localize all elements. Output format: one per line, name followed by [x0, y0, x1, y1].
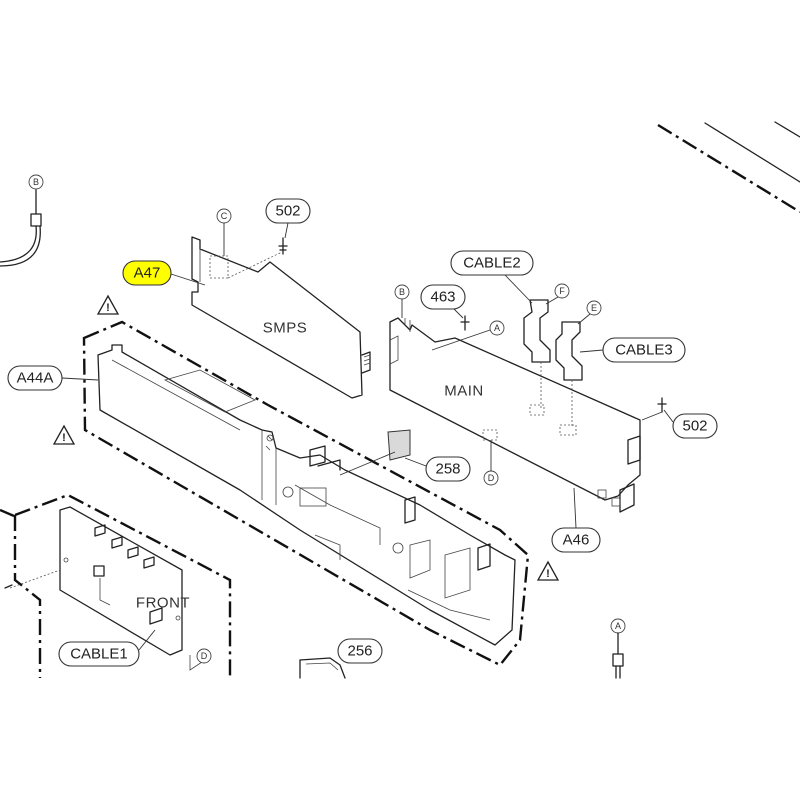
part-a46-label: A46: [563, 532, 590, 549]
part-a47-label: A47: [134, 265, 161, 282]
warning-icon: !: [536, 560, 560, 581]
cable2-label: CABLE2: [463, 255, 521, 272]
cable2-callout: CABLE2: [450, 250, 534, 304]
wire-harness-bottom-right: A: [610, 618, 626, 679]
svg-text:!: !: [106, 302, 110, 314]
connector-b-label: B: [33, 177, 39, 187]
ribbon-cables: F E: [523, 283, 602, 428]
connector-e-label: E: [591, 303, 597, 313]
cable3-label: CABLE3: [615, 342, 673, 359]
cable1-callout: CABLE1: [58, 629, 156, 667]
part-463-callout: 463: [420, 284, 466, 319]
connector-a-main-label: A: [494, 323, 500, 333]
connector-d-front-label: D: [201, 651, 208, 661]
part-256: 256: [299, 638, 383, 679]
main-label: MAIN: [444, 383, 484, 400]
front-board-assembly: FRONT D: [0, 493, 232, 678]
smps-board: SMPS C: [191, 208, 371, 399]
main-board: MAIN B A D: [389, 284, 667, 513]
part-258-label: 258: [435, 461, 460, 478]
connector-f-label: F: [559, 286, 565, 296]
connector-a-bottom-label: A: [615, 621, 621, 631]
cable3-callout: CABLE3: [579, 337, 686, 363]
warning-icon: !: [96, 294, 120, 315]
connector-d-main-label: D: [488, 473, 495, 483]
part-502-top-callout: 502: [265, 198, 311, 239]
part-256-label: 256: [347, 643, 372, 660]
part-502-right-callout: 502: [663, 409, 718, 439]
warning-icon: !: [52, 424, 76, 445]
part-a44a-label: A44A: [17, 370, 54, 387]
smps-label: SMPS: [263, 320, 308, 337]
svg-text:!: !: [546, 568, 550, 580]
front-label: FRONT: [136, 595, 190, 612]
part-463-label: 463: [430, 289, 455, 306]
svg-text:!: !: [62, 432, 66, 444]
connector-c-label: C: [221, 211, 228, 221]
part-502-right-label: 502: [682, 418, 707, 435]
a44a-chassis-assembly: [82, 320, 530, 667]
part-a44a-callout: A44A: [7, 365, 99, 391]
connector-b-main-label: B: [399, 287, 405, 297]
wire-harness-left: B: [0, 174, 44, 267]
part-a46-callout: A46: [551, 487, 601, 553]
chassis-edge-top-right: [657, 121, 800, 214]
cable1-label: CABLE1: [70, 646, 128, 663]
part-502-top-label: 502: [275, 203, 300, 220]
part-a47-callout: A47: [122, 260, 206, 286]
part-258: 258: [339, 429, 471, 482]
